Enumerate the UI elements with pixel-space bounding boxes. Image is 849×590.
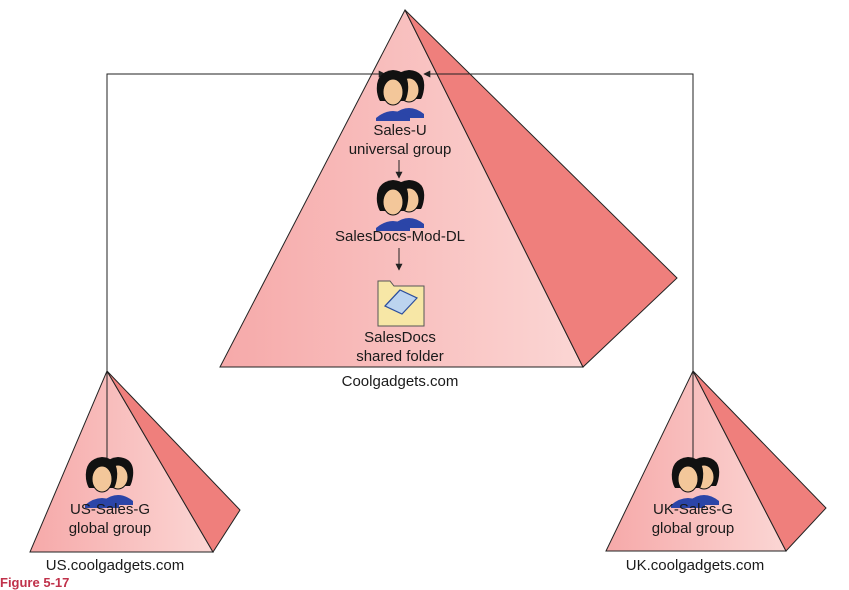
us-global-group-name: US-Sales-G (69, 501, 151, 518)
us-to-universal-connector (106, 70, 386, 460)
resource-type: shared folder (356, 348, 444, 365)
domain-local-group-name: SalesDocs-Mod-DL (334, 228, 466, 245)
universal-group-type: universal group (348, 141, 452, 158)
uk-domain-name: UK.coolgadgets.com (625, 557, 765, 574)
shared-folder-icon (377, 280, 425, 327)
us-global-group-type: global group (68, 520, 152, 537)
uk-global-group-name: UK-Sales-G (652, 501, 734, 518)
uk-to-universal-connector (423, 70, 694, 460)
user-group-icon (375, 69, 425, 122)
us-domain-name: US.coolgadgets.com (45, 557, 185, 574)
root-domain-name: Coolgadgets.com (341, 373, 459, 390)
root-domain-pyramid (219, 8, 678, 368)
user-group-icon (375, 179, 425, 232)
uk-global-group-type: global group (651, 520, 735, 537)
universal-group-name: Sales-U (373, 122, 427, 139)
connector-lines (106, 70, 694, 460)
resource-name: SalesDocs (364, 329, 436, 346)
figure-caption: Figure 5-17 (0, 575, 70, 590)
